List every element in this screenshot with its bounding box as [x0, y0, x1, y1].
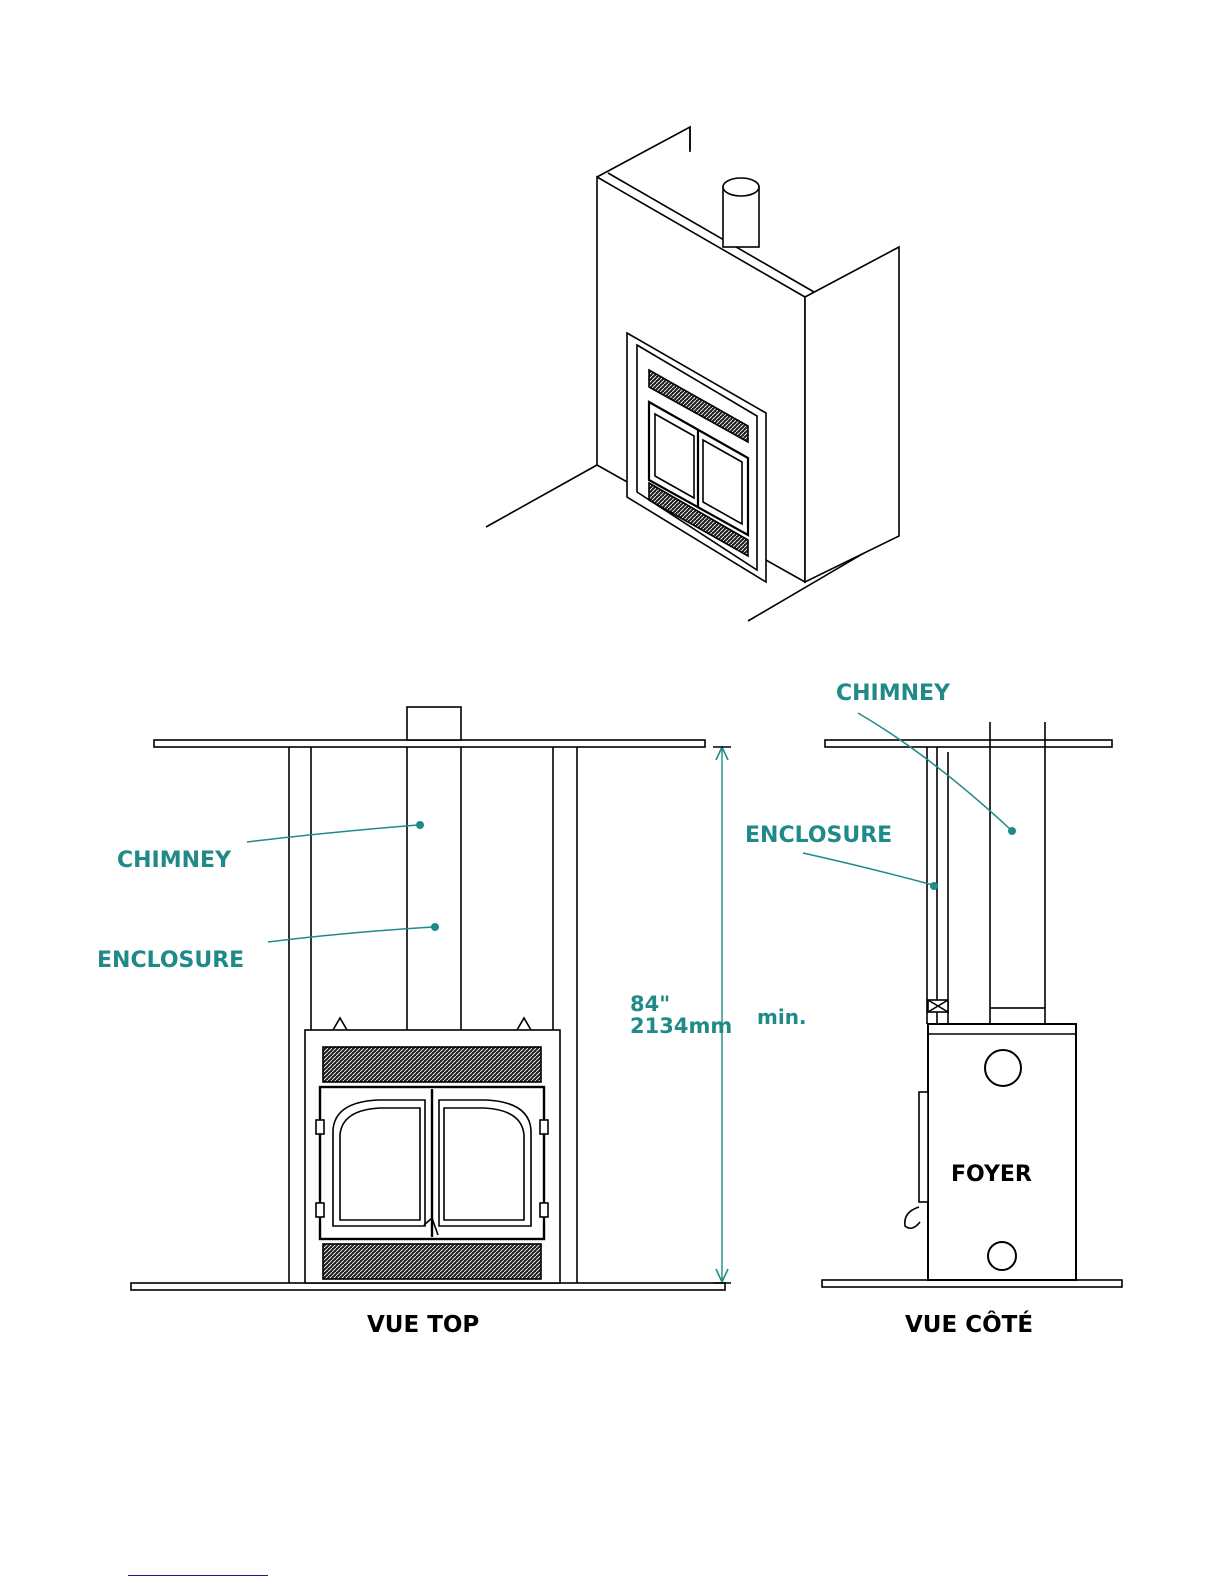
isometric-view	[486, 127, 899, 621]
height-mm-label: 2134mm	[630, 1014, 732, 1038]
foyer-label: FOYER	[951, 1162, 1032, 1187]
footnote-rule	[128, 1575, 268, 1576]
front-chimney-label: CHIMNEY	[117, 848, 232, 873]
side-enclosure-label: ENCLOSURE	[745, 823, 892, 848]
front-enclosure-label: ENCLOSURE	[97, 948, 244, 973]
height-min-label: min.	[757, 1005, 807, 1029]
side-chimney-label: CHIMNEY	[836, 681, 951, 706]
iso-chimney	[723, 178, 759, 247]
front-view-caption: VUE TOP	[367, 1312, 479, 1338]
side-view-caption: VUE CÔTÉ	[905, 1310, 1033, 1338]
side-view	[803, 713, 1122, 1287]
height-inches-label: 84"	[630, 992, 670, 1016]
